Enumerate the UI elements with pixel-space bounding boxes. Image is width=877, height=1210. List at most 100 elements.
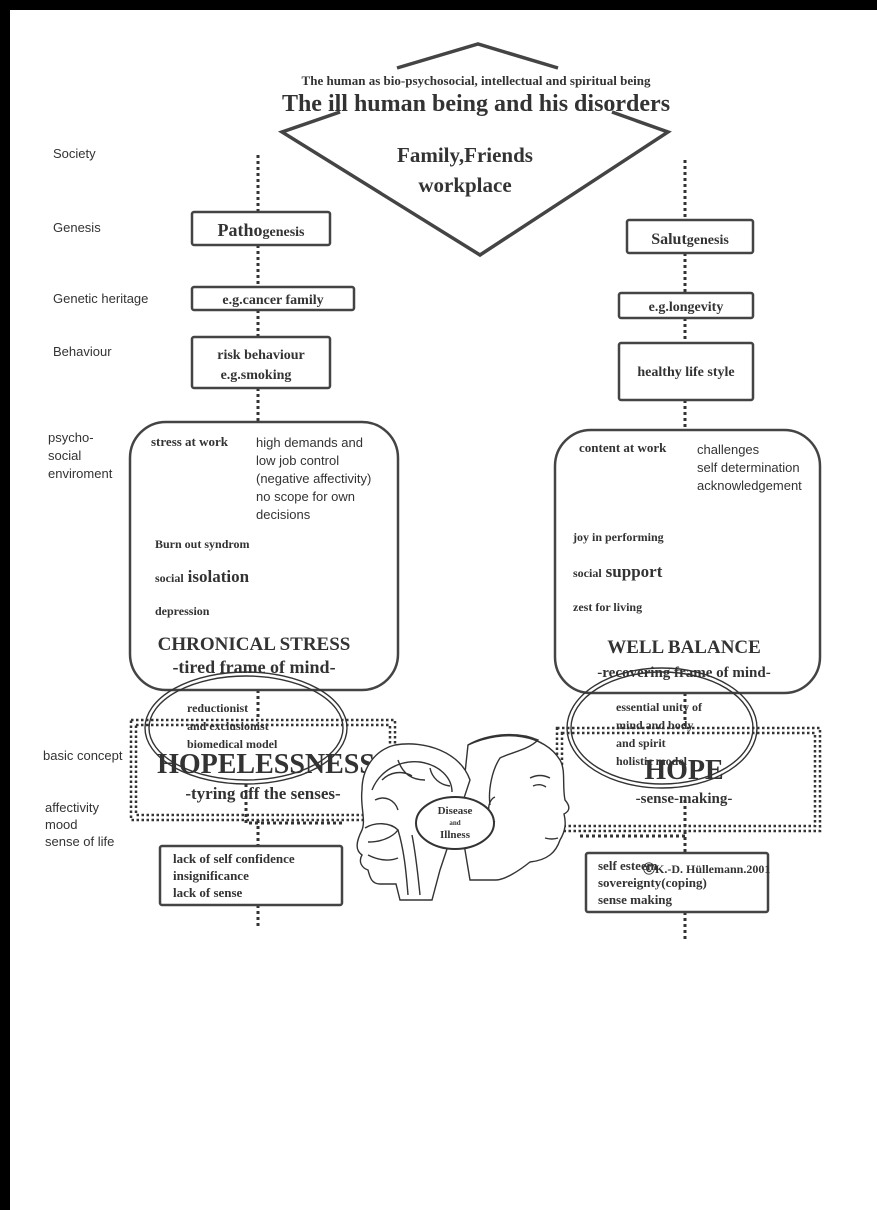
stress-box [128,420,400,692]
holistic-ellipse-inner [570,671,754,785]
right-face-brow [529,774,551,779]
salutgenesis-box [625,218,755,255]
stress-desc-5: decisions [256,507,311,522]
holistic-1: essential unity of [616,700,703,714]
reductionist-1: reductionist [187,701,248,715]
holistic-ellipse-outer [566,667,758,789]
cancer-family-box [190,285,356,312]
holistic-3: and spirit [616,736,666,750]
content-desc-1: challenges [697,442,760,457]
row-label-basic-concept: basic concept [43,748,123,763]
risk-behaviour-example: e.g.smoking [221,368,292,383]
right-face-mouth [544,837,559,840]
pathogenesis-suffix: genesis [263,225,306,240]
reductionist-2: and exclusionist [187,719,269,733]
row-label-psycho: psycho- [48,430,94,445]
row-label-society: Society [53,146,96,161]
hope-title: HOPE [644,755,723,786]
self-esteem-box [584,851,770,914]
zest-for-living-text: zest for living [573,600,642,614]
reductionist-ellipse-outer [144,671,348,785]
social-support-word: support [606,562,663,581]
salutgenesis-suffix: genesis [687,233,730,248]
content-desc-3: acknowledgement [697,478,802,493]
brain-folds [371,759,453,811]
reductionist-3: biomedical model [187,737,278,751]
chronical-stress-sub: -tired frame of mind- [172,657,335,677]
pathogenesis-label: Pathogenesis [218,220,306,240]
throat [397,829,421,896]
diamond-workplace: workplace [418,173,511,197]
reductionist-ellipse-inner [148,675,344,781]
stress-desc-3: (negative affectivity) [256,471,371,486]
row-label-genetic-heritage: Genetic heritage [53,291,148,306]
right-face-eye [532,784,547,788]
social-support-prefix: social [573,566,602,580]
longevity-text: e.g.longevity [649,300,724,315]
stress-desc-1: high demands and [256,435,363,450]
paper-sheet [10,10,877,1210]
hopelessness-box-inner [134,723,392,817]
row-label-mood: mood [45,817,78,832]
healthy-life-style-text: healthy life style [637,365,734,380]
pathogenesis-box [190,210,332,247]
chronical-stress-title: CHRONICAL STRESS [158,634,351,655]
self-esteem-3: sense making [598,892,673,907]
self-esteem-2: sovereignty(coping) [598,875,707,890]
head-illustration [356,733,570,901]
hope-sub: -sense-making- [636,791,733,807]
stress-desc-4: no scope for own [256,489,355,504]
row-label-enviroment: enviroment [48,466,113,481]
hopelessness-sub: -tyring off the senses- [185,784,341,803]
salutgenesis-label: Salutgenesis [651,231,729,248]
header-diamond [277,110,672,258]
holistic-4: holistic model [616,754,688,768]
lack-confidence-2: insignificance [173,868,249,883]
healthy-life-style-box [617,341,755,402]
risk-behaviour-box [190,335,332,390]
content-desc-2: self determination [697,460,800,475]
pathogenesis-prefix: Patho [218,220,263,240]
row-label-sense-of-life: sense of life [45,834,114,849]
cancer-family-text: e.g.cancer family [222,293,323,308]
social-support-text: social support [573,562,663,581]
social-isolation-word: isolation [188,567,250,586]
right-connectors [580,160,687,940]
self-esteem-1: self esteem [598,858,658,873]
depression-text: depression [155,604,210,618]
hopelessness-box-outer [129,718,397,822]
copyright-text: ⒸK.-D. Hüllemann.2001 [643,861,770,876]
stress-at-work-label: stress at work [151,434,229,449]
header-title: The ill human being and his disorders [282,91,670,117]
burn-out-text: Burn out syndrom [155,537,249,551]
well-balance-title: WELL BALANCE [607,637,761,658]
diamond-family-friends: Family,Friends [397,143,533,167]
social-isolation-text: social isolation [155,567,250,586]
lack-confidence-1: lack of self confidence [173,851,295,866]
salutgenesis-prefix: Salut [651,231,687,248]
joy-in-performing-text: joy in performing [572,530,664,544]
row-label-affectivity: affectivity [45,800,99,815]
header-subtitle: The human as bio-psychosocial, intellect… [302,73,651,88]
illness-text: Illness [440,829,471,841]
right-face-profile [459,734,570,881]
lack-confidence-3: lack of sense [173,885,243,900]
social-isolation-prefix: social [155,571,184,585]
stress-desc-2: low job control [256,453,339,468]
row-label-behaviour: Behaviour [53,344,112,359]
lack-confidence-box [158,844,344,907]
and-text: and [449,819,460,827]
disease-text: Disease [438,805,473,817]
header-roof [396,42,559,70]
row-label-social: social [48,448,81,463]
longevity-box [617,291,755,320]
row-label-genesis: Genesis [53,220,101,235]
disease-illness-ellipse [415,796,495,850]
risk-behaviour-text: risk behaviour [217,348,305,363]
well-balance-box [553,428,822,695]
right-face-hair [467,733,540,806]
holistic-2: mind and body [616,718,693,732]
content-at-work-label: content at work [579,440,667,455]
